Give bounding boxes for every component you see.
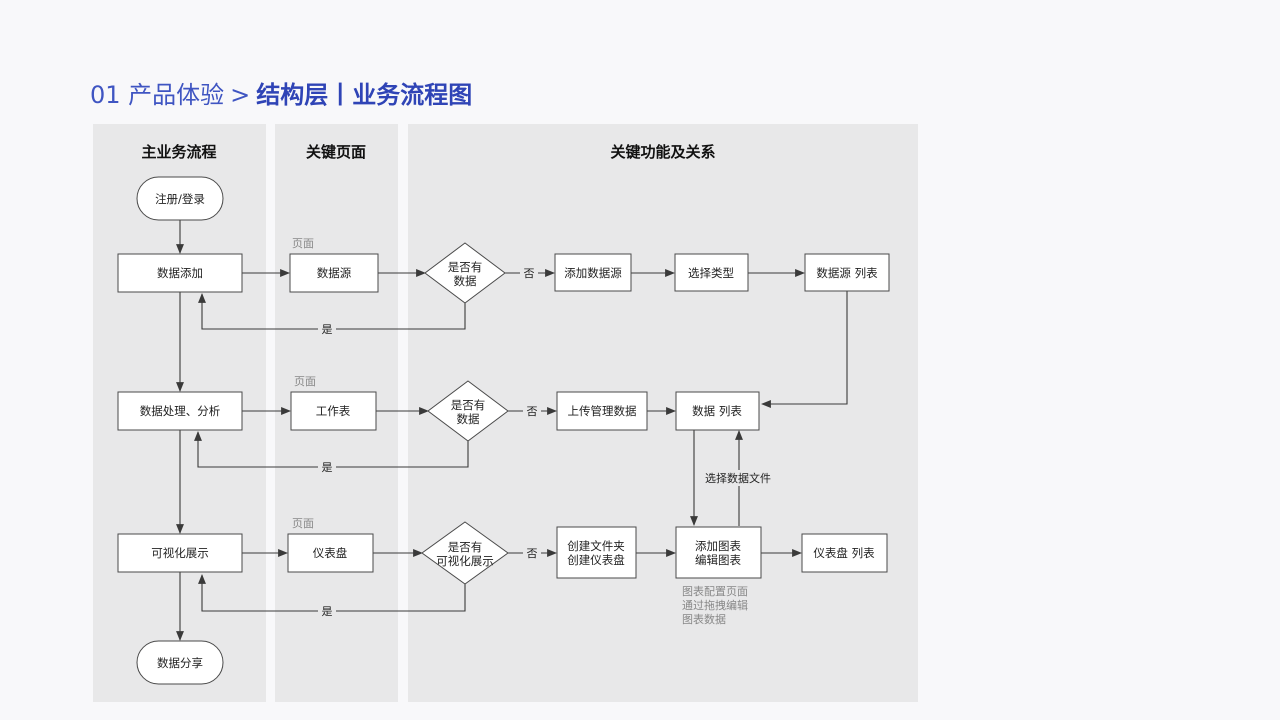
- node-select-type: [674, 253, 749, 292]
- node-add-datasource: [554, 253, 632, 292]
- node-data-share-label: 数据分享: [157, 656, 203, 670]
- node-data-add: [117, 253, 243, 293]
- node-create-folder: [556, 526, 637, 579]
- label-no-3: 否: [527, 547, 538, 560]
- label-select-data-file: 选择数据文件: [705, 471, 771, 485]
- decision-1-line-2: 数据: [454, 274, 477, 288]
- page-title: 01 产品体验>结构层丨业务流程图: [90, 78, 472, 112]
- page-tag-3: 页面: [292, 517, 314, 530]
- node-add-chart-line-2: 编辑图表: [695, 553, 741, 567]
- decision-has-data-1: [424, 242, 506, 304]
- node-page-worksheet: [290, 391, 377, 431]
- node-datasource-list: [804, 253, 890, 292]
- node-register: [136, 176, 224, 221]
- node-upload-data-label: 上传管理数据: [568, 404, 637, 418]
- chart-note-line-2: 通过拖拽编辑: [682, 598, 748, 612]
- label-no-2: 否: [527, 405, 538, 418]
- label-yes-3: 是: [322, 605, 333, 618]
- decision-3-line-1: 是否有: [448, 540, 483, 554]
- chart-note-line-1: 图表配置页面: [682, 584, 748, 598]
- node-dashboard-list-label: 仪表盘 列表: [813, 546, 875, 560]
- page-tag-1: 页面: [292, 237, 314, 250]
- node-data-process: [117, 391, 243, 431]
- title-separator: >: [230, 81, 251, 109]
- node-page-dashboard-label: 仪表盘: [313, 546, 348, 560]
- node-add-datasource-label: 添加数据源: [564, 266, 622, 280]
- node-datasource-list-label: 数据源 列表: [816, 266, 878, 280]
- node-data-share: [136, 640, 224, 685]
- node-register-label: 注册/登录: [155, 192, 205, 206]
- decision-2-line-2: 数据: [457, 412, 480, 426]
- node-data-list-label: 数据 列表: [692, 404, 742, 418]
- node-page-datasource-label: 数据源: [317, 266, 352, 280]
- node-page-datasource: [289, 253, 379, 293]
- node-data-add-label: 数据添加: [157, 266, 203, 280]
- decision-2-line-1: 是否有: [451, 398, 486, 412]
- label-yes-1: 是: [322, 323, 333, 336]
- column-title-key-functions: 关键功能及关系: [610, 143, 715, 161]
- node-page-dashboard: [287, 533, 374, 573]
- node-data-process-label: 数据处理、分析: [140, 404, 221, 418]
- node-visual-show: [117, 533, 243, 573]
- title-prefix: 01 产品体验: [90, 81, 225, 109]
- title-main: 结构层丨业务流程图: [256, 81, 473, 109]
- node-add-chart: [675, 526, 762, 579]
- column-title-key-pages: 关键页面: [306, 143, 366, 161]
- node-add-chart-line-1: 添加图表: [695, 539, 741, 553]
- label-no-1: 否: [524, 267, 535, 280]
- node-create-folder-line-2: 创建仪表盘: [567, 553, 625, 567]
- decision-3-line-2: 可视化展示: [436, 554, 494, 568]
- node-upload-data: [556, 391, 648, 431]
- column-title-main-flow: 主业务流程: [141, 143, 216, 161]
- node-data-list: [675, 391, 760, 431]
- label-yes-2: 是: [322, 461, 333, 474]
- decision-has-data-2: [427, 380, 509, 442]
- page-tag-2: 页面: [294, 375, 316, 388]
- node-page-worksheet-label: 工作表: [316, 404, 351, 418]
- decision-1-line-1: 是否有: [448, 260, 483, 274]
- node-select-type-label: 选择类型: [688, 266, 734, 280]
- node-visual-show-label: 可视化展示: [151, 546, 209, 560]
- edge-ds-list-to-data-list: [761, 291, 848, 408]
- node-create-folder-line-1: 创建文件夹: [567, 539, 625, 553]
- chart-note-line-3: 图表数据: [682, 612, 726, 626]
- decision-has-visual: [421, 521, 509, 585]
- node-dashboard-list: [801, 533, 888, 573]
